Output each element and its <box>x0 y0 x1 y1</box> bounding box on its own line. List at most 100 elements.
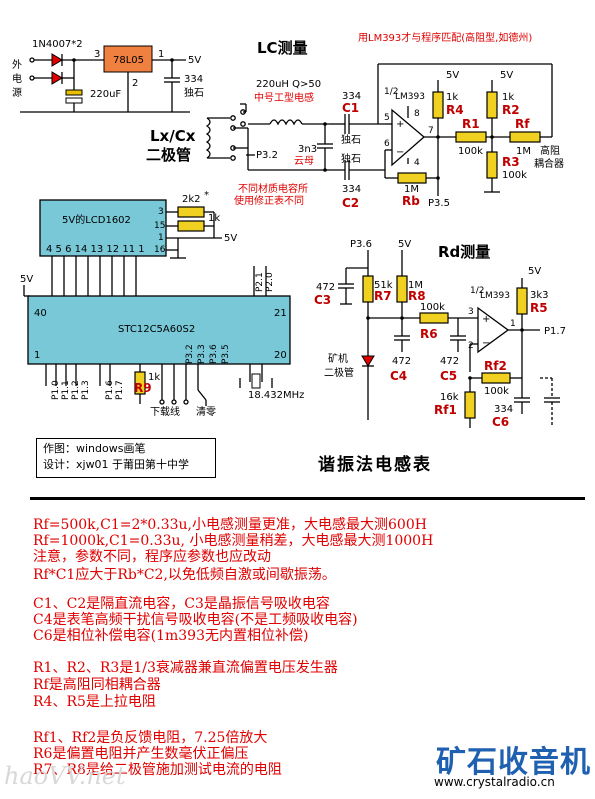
svg-text:LM393: LM393 <box>480 291 510 301</box>
svg-text:78L05: 78L05 <box>113 55 144 66</box>
page-title: 谐振法电感表 <box>318 455 432 475</box>
r4-resistor <box>432 91 444 119</box>
ext-power-2: 电 <box>12 72 22 85</box>
svg-text:15: 15 <box>154 221 165 231</box>
svg-text:5V: 5V <box>446 70 459 81</box>
rf2-label: Rf2 <box>484 359 507 373</box>
svg-text:472: 472 <box>392 356 411 367</box>
svg-text:P3.5: P3.5 <box>428 198 450 209</box>
note-7: C6是相位补偿电容(1m393无内置相位补偿) <box>33 628 309 644</box>
svg-text:100k: 100k <box>484 386 509 397</box>
svg-text:二极管: 二极管 <box>324 366 354 379</box>
svg-text:−: − <box>396 147 404 158</box>
svg-text:−: − <box>482 338 490 349</box>
c5-label: C5 <box>440 369 457 383</box>
svg-text:18.432MHz: 18.432MHz <box>248 390 304 401</box>
note-9: Rf是高阻同相耦合器 <box>33 677 161 693</box>
rf1-resistor <box>464 391 476 419</box>
rd-heading: Rd测量 <box>438 243 490 261</box>
note-1: Rf=500k,C1=2*0.33u,小电感测量更准，大电感最大测600H <box>33 517 427 533</box>
svg-text:472: 472 <box>316 282 335 293</box>
coil-icon <box>205 117 211 159</box>
svg-text:16k: 16k <box>440 392 459 403</box>
r7-resistor <box>362 275 374 303</box>
svg-text:+: + <box>482 314 490 325</box>
svg-text:STC12C5A60S2: STC12C5A60S2 <box>118 324 195 335</box>
svg-text:P2.0: P2.0 <box>265 272 275 292</box>
svg-text:100k: 100k <box>458 146 483 157</box>
credit-box: 作图：windows画笔 设计：xjw01 于莆田第十中学 <box>36 438 216 478</box>
mcu-stc12: 5V 40 1 21 20 STC12C5A60S2 P3.2 P3.3 P3.… <box>20 266 304 418</box>
svg-text:*: * <box>204 190 209 201</box>
svg-text:中号工型电感: 中号工型电感 <box>254 91 314 104</box>
rd-measure-section: Rd测量 P3.6 5V 472 C3 51k R7 1M R8 100k R6 <box>314 239 566 429</box>
credit-line-1: 作图：windows画笔 <box>43 442 146 455</box>
watermark: haoVV.net <box>4 762 126 790</box>
divider <box>30 497 585 500</box>
svg-text:1/2: 1/2 <box>470 286 484 296</box>
site-url[interactable]: www.crystalradio.cn <box>434 775 555 789</box>
rb-resistor <box>397 172 427 184</box>
note-13: R7、R8是给二极管施加测试电流的电阻 <box>33 762 282 778</box>
svg-text:7: 7 <box>428 126 434 136</box>
svg-text:5V: 5V <box>398 239 411 250</box>
svg-text:334: 334 <box>342 184 361 195</box>
svg-text:20: 20 <box>274 350 287 361</box>
note-5: C1、C2是隔直流电容，C3是晶振信号吸收电容 <box>33 596 330 612</box>
rf-resistor <box>509 131 541 143</box>
svg-text:5V的LCD1602: 5V的LCD1602 <box>62 213 131 226</box>
svg-text:40: 40 <box>34 308 47 319</box>
svg-text:1k: 1k <box>446 92 458 103</box>
svg-text:P1.1: P1.1 <box>61 380 71 400</box>
svg-text:P2.1: P2.1 <box>255 272 265 292</box>
svg-text:5V: 5V <box>188 55 201 66</box>
lm393-opamp-1 <box>391 108 425 167</box>
svg-text:独石: 独石 <box>184 86 204 99</box>
svg-text:51k: 51k <box>374 280 393 291</box>
svg-text:高阻: 高阻 <box>540 144 560 157</box>
svg-text:下载线: 下载线 <box>150 405 180 418</box>
svg-text:1: 1 <box>158 49 164 60</box>
r6-resistor <box>419 312 449 324</box>
c4-label: C4 <box>390 369 407 383</box>
svg-text:220uH Q>50: 220uH Q>50 <box>256 79 321 90</box>
lm393-opamp-2 <box>477 306 510 354</box>
note-4: Rf*C1应大于Rb*C2,以免低频自激或间歇振荡。 <box>33 567 336 583</box>
svg-text:P3.5: P3.5 <box>221 344 231 364</box>
r2k2-resistor <box>177 206 205 218</box>
svg-text:+: + <box>396 119 404 130</box>
r8-resistor <box>396 275 408 303</box>
svg-text:2: 2 <box>468 341 474 351</box>
lm393-note: 用LM393才与程序匹配(高阻型,如德州) <box>358 31 532 44</box>
svg-text:清零: 清零 <box>196 405 216 418</box>
svg-text:4: 4 <box>414 158 420 168</box>
note-2: Rf=1000k,C1=0.33u, 小电感测量稍差，大电感最大测1000H <box>33 533 434 549</box>
svg-text:334: 334 <box>494 404 513 415</box>
r1k-lcd-resistor <box>177 220 205 232</box>
svg-text:P3.6: P3.6 <box>350 239 372 250</box>
r6-label: R6 <box>420 327 438 341</box>
svg-text:P3.2: P3.2 <box>256 150 278 161</box>
svg-text:独石: 独石 <box>341 152 361 165</box>
svg-text:1M: 1M <box>516 146 531 157</box>
ore-diode-icon <box>361 355 375 367</box>
r5-resistor <box>516 287 528 315</box>
note-6: C4是表笔高频干扰信号吸收电容(不是工频吸收电容) <box>33 612 358 628</box>
svg-text:1: 1 <box>510 319 516 329</box>
lc-heading: LC测量 <box>257 39 308 57</box>
svg-text:P1.7: P1.7 <box>544 326 566 337</box>
svg-text:1k: 1k <box>502 92 514 103</box>
svg-text:2: 2 <box>132 78 138 89</box>
lc-measure-section: LC测量 用LM393才与程序匹配(高阻型,如德州) 220uH Q>50 中号… <box>146 31 564 210</box>
r5-label: R5 <box>530 301 548 315</box>
power-supply: 1N4007*2 外 电 源 220uF 3 78L05 1 5V 2 <box>12 39 204 113</box>
svg-text:3n3: 3n3 <box>298 144 317 155</box>
rf1-label: Rf1 <box>434 403 457 417</box>
svg-text:P1.7: P1.7 <box>115 380 125 400</box>
c6-label: C6 <box>492 415 509 429</box>
svg-text:100k: 100k <box>502 170 527 181</box>
rf-label: Rf <box>515 117 530 131</box>
svg-text:6: 6 <box>384 139 390 149</box>
svg-text:5V: 5V <box>500 70 513 81</box>
svg-text:二极管: 二极管 <box>146 146 191 164</box>
